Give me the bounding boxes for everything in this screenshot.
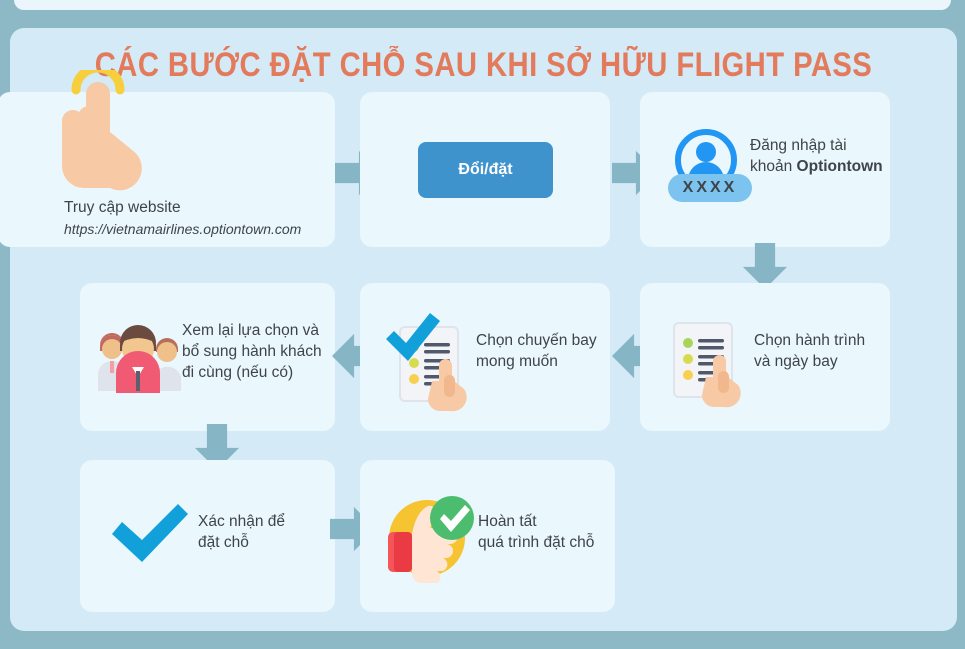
checklist-check-hand-icon — [384, 305, 482, 415]
step-4-card[interactable]: Chọn hành trình và ngày bay — [640, 283, 890, 431]
step-1-label: Truy cập website — [64, 199, 181, 216]
step-5-label: Chọn chuyến bay mong muốn — [476, 332, 597, 370]
blue-checkmark-icon — [108, 500, 188, 570]
step-3-label-bold: Optiontown — [796, 157, 883, 175]
password-field-icon: XXXX — [668, 174, 752, 202]
step-8-card[interactable]: Hoàn tất quá trình đặt chỗ — [360, 460, 615, 612]
step-3-label: Đăng nhập tài khoản Optiontown — [750, 136, 883, 178]
step-3-label-line1: Đăng nhập tài — [750, 137, 847, 154]
step-3-label-line2: khoản — [750, 157, 797, 175]
step-1-card[interactable]: Truy cập website https://vietnamairlines… — [0, 63, 335, 247]
thumbs-up-success-icon — [382, 488, 478, 584]
step-6-card[interactable]: Xem lại lựa chọn và bổ sung hành khách đ… — [80, 283, 335, 431]
pointing-hand-icon — [48, 63, 168, 195]
step-1-url: https://vietnamairlines.optiontown.com — [64, 221, 302, 237]
step-3-card[interactable]: XXXX Đăng nhập tài khoản Optiontown — [640, 92, 890, 247]
step-2-card[interactable]: Đổi/đặt — [360, 92, 610, 247]
step-4-label: Chọn hành trình và ngày bay — [754, 332, 866, 370]
step-5-card[interactable]: Chọn chuyến bay mong muốn — [360, 283, 610, 431]
top-decorative-strip — [14, 0, 951, 10]
infographic-panel: CÁC BƯỚC ĐẶT CHỖ SAU KHI SỞ HỮU FLIGHT P… — [0, 28, 957, 631]
passengers-family-icon — [92, 319, 188, 395]
step-7-label: Xác nhận để đặt chỗ — [198, 513, 286, 551]
checklist-hand-icon — [662, 313, 760, 418]
step-8-label: Hoàn tất quá trình đặt chỗ — [478, 513, 595, 551]
doi-dat-button[interactable]: Đổi/đặt — [418, 142, 553, 198]
step-7-card[interactable]: Xác nhận để đặt chỗ — [80, 460, 335, 612]
step-6-label: Xem lại lựa chọn và bổ sung hành khách đ… — [182, 322, 322, 381]
page-title: CÁC BƯỚC ĐẶT CHỖ SAU KHI SỞ HỮU FLIGHT P… — [94, 46, 873, 84]
password-mask-text: XXXX — [668, 174, 752, 202]
